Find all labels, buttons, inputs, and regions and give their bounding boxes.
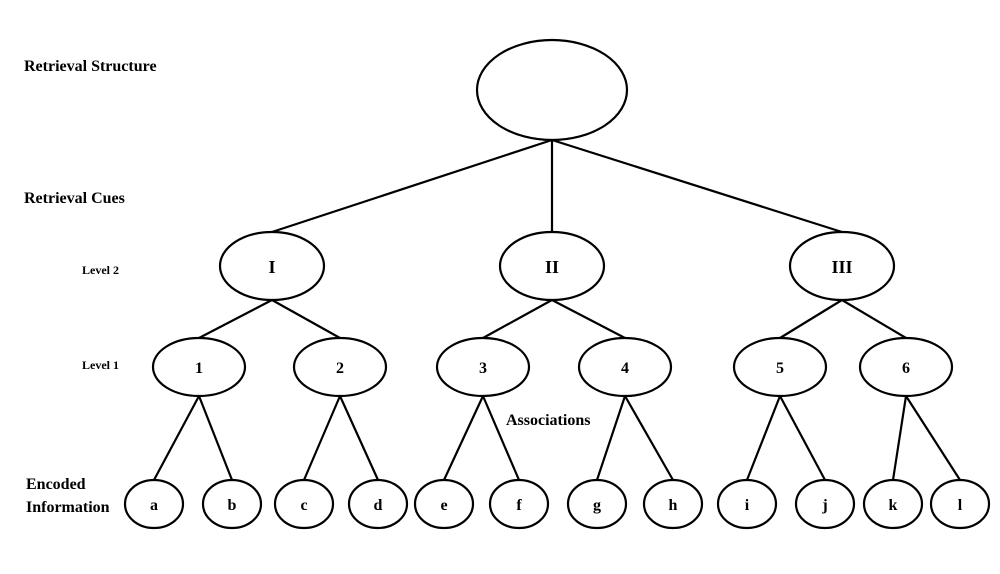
encoded-label: Encoded xyxy=(26,476,86,493)
leaf-node-j: j xyxy=(794,478,856,530)
leaf-node-label: c xyxy=(300,497,307,514)
edge-II-4 xyxy=(551,299,626,339)
leaf-node-label: d xyxy=(374,497,383,514)
leaf-node-label: h xyxy=(669,497,678,514)
leaf-node-shape xyxy=(642,478,704,530)
level2-node-label: II xyxy=(545,257,559,277)
edge-5-j xyxy=(779,395,826,481)
leaf-node-shape xyxy=(929,478,991,530)
level-2-label: Level 2 xyxy=(82,263,119,277)
level1-node-label: 2 xyxy=(336,360,344,377)
leaf-node-label: f xyxy=(516,497,522,514)
level1-node-shape xyxy=(292,336,388,398)
leaf-node-shape xyxy=(488,478,550,530)
leaf-node-shape xyxy=(273,478,335,530)
root-node-shape xyxy=(475,38,629,142)
edge-III-5 xyxy=(779,299,843,339)
level1-node-shape xyxy=(151,336,247,398)
edge-1-b xyxy=(197,395,234,481)
leaf-node-label: i xyxy=(745,497,750,514)
edge-root-I xyxy=(271,138,553,234)
leaf-node-shape xyxy=(347,478,409,530)
leaf-node-f: f xyxy=(488,478,550,530)
leaf-node-k: k xyxy=(862,478,924,530)
level2-node-label: III xyxy=(831,257,852,277)
level1-node-5: 5 xyxy=(732,336,828,398)
leaf-node-d: d xyxy=(347,478,409,530)
edge-5-i xyxy=(745,395,782,481)
edge-6-l xyxy=(905,395,961,481)
leaf-node-h: h xyxy=(642,478,704,530)
level1-node-shape xyxy=(858,336,954,398)
edge-I-1 xyxy=(198,299,273,339)
leaf-node-label: e xyxy=(440,497,447,514)
leaf-node-label: l xyxy=(958,497,963,514)
leaf-node-label: b xyxy=(228,497,237,514)
edge-4-g xyxy=(595,395,627,481)
information-label: Information xyxy=(26,499,110,516)
level2-node-III: III xyxy=(788,230,896,302)
level1-node-6: 6 xyxy=(858,336,954,398)
level1-node-shape xyxy=(577,336,673,398)
leaf-node-e: e xyxy=(413,478,475,530)
leaf-node-shape xyxy=(566,478,628,530)
leaf-node-label: a xyxy=(150,497,158,514)
level1-node-shape xyxy=(435,336,531,398)
level2-node-shape xyxy=(788,230,896,302)
leaf-node-shape xyxy=(716,478,778,530)
level2-node-shape xyxy=(218,230,326,302)
leaf-node-shape xyxy=(794,478,856,530)
leaf-node-shape xyxy=(123,478,185,530)
level1-node-label: 4 xyxy=(621,360,629,377)
leaf-node-g: g xyxy=(566,478,628,530)
leaf-node-l: l xyxy=(929,478,991,530)
edge-3-f xyxy=(481,395,521,481)
level1-node-label: 3 xyxy=(479,360,487,377)
leaf-node-label: g xyxy=(593,497,601,514)
level1-node-label: 5 xyxy=(776,360,784,377)
level1-node-shape xyxy=(732,336,828,398)
edge-III-6 xyxy=(841,299,907,339)
edge-2-c xyxy=(302,395,342,481)
level2-node-I: I xyxy=(218,230,326,302)
leaf-node-b: b xyxy=(201,478,263,530)
edge-3-e xyxy=(443,395,484,481)
leaf-node-shape xyxy=(862,478,924,530)
level1-node-3: 3 xyxy=(435,336,531,398)
edge-I-2 xyxy=(271,299,341,339)
edge-2-d xyxy=(338,395,380,481)
leaf-node-i: i xyxy=(716,478,778,530)
leaf-node-shape xyxy=(201,478,263,530)
edge-4-h xyxy=(624,395,674,481)
edges-layer xyxy=(153,138,961,481)
level1-node-2: 2 xyxy=(292,336,388,398)
leaf-node-label: j xyxy=(821,497,827,514)
level2-node-shape xyxy=(498,230,606,302)
level2-node-II: II xyxy=(498,230,606,302)
retrieval-structure-label: Retrieval Structure xyxy=(24,58,157,75)
edge-root-III xyxy=(551,138,843,234)
edge-6-k xyxy=(891,395,908,481)
leaf-node-c: c xyxy=(273,478,335,530)
level2-node-label: I xyxy=(268,257,275,277)
edge-II-3 xyxy=(482,299,553,339)
leaf-node-label: k xyxy=(889,497,898,514)
leaf-node-shape xyxy=(413,478,475,530)
level1-node-label: 6 xyxy=(902,360,910,377)
level1-node-4: 4 xyxy=(577,336,673,398)
root-node-root xyxy=(475,38,629,142)
level-1-label: Level 1 xyxy=(82,358,119,372)
level1-node-label: 1 xyxy=(195,360,203,377)
retrieval-cues-label: Retrieval Cues xyxy=(24,190,125,207)
edge-1-a xyxy=(153,395,200,481)
level1-node-1: 1 xyxy=(151,336,247,398)
leaf-node-a: a xyxy=(123,478,185,530)
associations-label: Associations xyxy=(506,412,590,429)
